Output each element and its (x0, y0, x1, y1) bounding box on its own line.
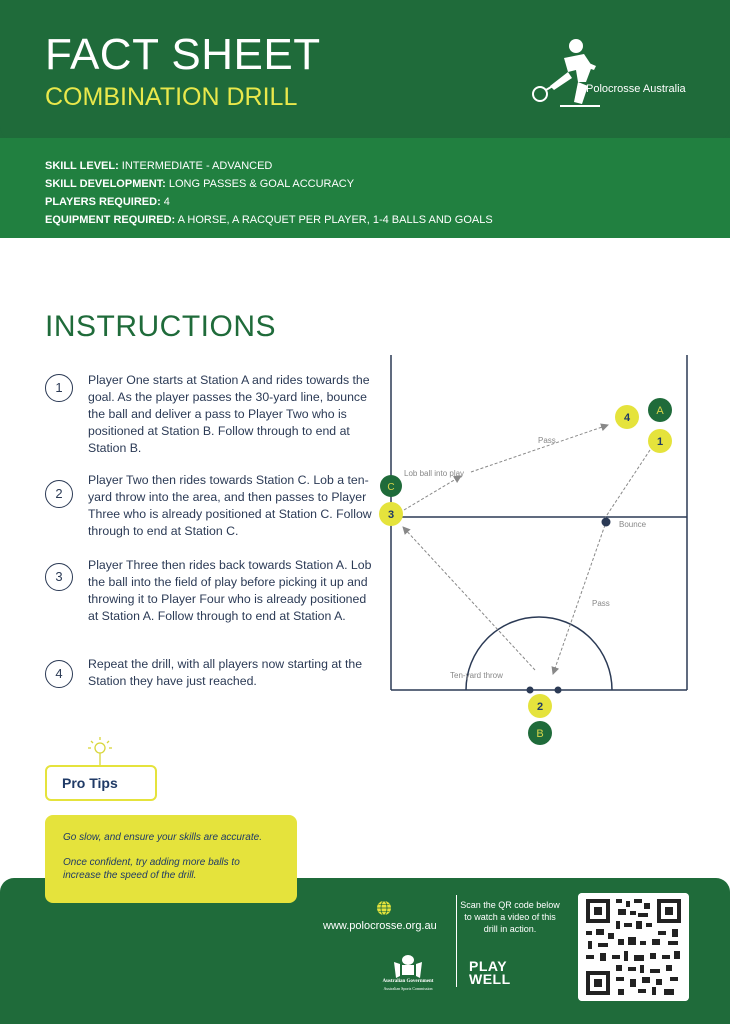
page-subtitle: COMBINATION DRILL (45, 83, 298, 111)
drill-meta: SKILL LEVEL: INTERMEDIATE - ADVANCED SKI… (45, 157, 493, 229)
station-b: B (528, 721, 552, 745)
website-link[interactable]: www.polocrosse.org.au (323, 920, 437, 932)
step-number: 3 (45, 563, 73, 591)
station-a: A (648, 398, 672, 422)
tip-1: Go slow, and ensure your skills are accu… (63, 832, 262, 843)
bounce-marker (601, 517, 611, 527)
svg-text:2: 2 (537, 701, 543, 713)
lightbulb-icon (88, 737, 112, 765)
logo-text: Polocrosse Australia (586, 83, 686, 95)
step-text: Player One starts at Station A and rides… (88, 373, 370, 455)
step-text: Player Three then rides back towards Sta… (88, 558, 372, 623)
svg-text:A: A (656, 405, 664, 417)
tip-2: Once confident, try adding more balls to… (63, 857, 240, 881)
pro-tips-tab (45, 765, 157, 801)
polocrosse-logo-icon (532, 39, 600, 107)
label-pass-top: Pass (538, 436, 556, 445)
pro-tips-label: Pro Tips (62, 775, 118, 791)
header-meta-strip (0, 138, 730, 238)
step-number: 2 (45, 480, 73, 508)
svg-text:3: 3 (388, 509, 394, 521)
meta-skill-development: SKILL DEVELOPMENT: LONG PASSES & GOAL AC… (45, 178, 355, 190)
qr-instructions: Scan the QR code below to watch a video … (460, 900, 560, 934)
svg-text:C: C (387, 482, 394, 493)
drill-diagram: Pass Lob ball into play Bounce Pass Ten-… (379, 355, 688, 745)
svg-text:4: 4 (624, 412, 631, 424)
station-c: C (380, 475, 402, 497)
meta-players-required: PLAYERS REQUIRED: 4 (45, 196, 170, 208)
player-4: 4 (615, 405, 639, 429)
instructions-title: INSTRUCTIONS (45, 310, 276, 343)
meta-skill-level: SKILL LEVEL: INTERMEDIATE - ADVANCED (45, 160, 273, 172)
step-number: 1 (45, 374, 73, 402)
meta-equipment-required: EQUIPMENT REQUIRED: A HORSE, A RACQUET P… (45, 214, 493, 226)
label-pass-right: Pass (592, 599, 610, 608)
page-title: FACT SHEET (45, 30, 321, 79)
gov-line-1: Australian Government (382, 979, 434, 984)
label-lob: Lob ball into play (404, 469, 464, 478)
gov-line-2: Australian Sports Commission (383, 986, 433, 991)
svg-text:1: 1 (657, 436, 663, 448)
svg-text:B: B (536, 728, 543, 740)
step-text: Player Two then rides towards Station C.… (88, 473, 372, 538)
play-well-logo: PLAY WELL (469, 958, 511, 987)
player-1: 1 (648, 429, 672, 453)
footer-divider (456, 895, 457, 987)
drill-paths (402, 423, 651, 675)
player-3: 3 (379, 502, 403, 526)
pro-tips-box: Go slow, and ensure your skills are accu… (45, 815, 297, 903)
player-2: 2 (528, 694, 552, 718)
australian-government-crest-icon (394, 955, 422, 978)
qr-code-icon[interactable] (578, 893, 689, 1001)
label-bounce: Bounce (619, 520, 647, 529)
header-title-area (0, 0, 730, 140)
label-ten-yard: Ten-yard throw (450, 671, 503, 680)
globe-icon (377, 900, 391, 916)
step-text: Repeat the drill, with all players now s… (88, 657, 363, 688)
step-number: 4 (45, 660, 73, 688)
